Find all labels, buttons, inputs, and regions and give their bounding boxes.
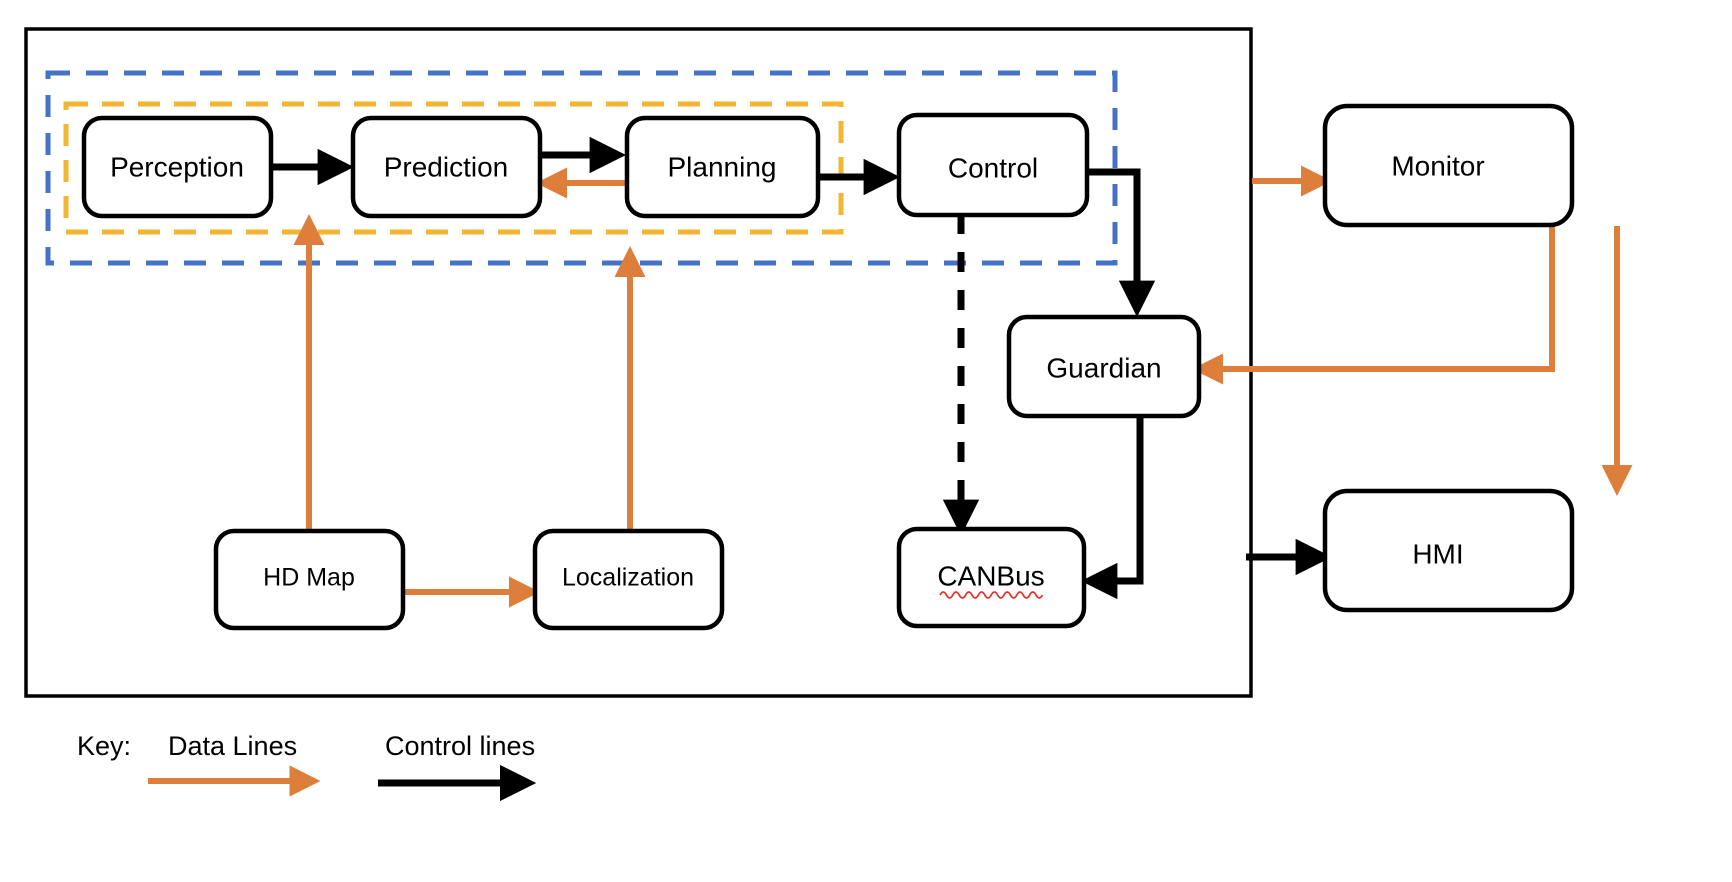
key-title: Key: [77, 731, 131, 761]
key-item-data-lines-label: Data Lines [168, 731, 297, 761]
edge-guardian-to-canbus [1081, 416, 1144, 600]
node-planning-box [624, 115, 821, 219]
vehicle-system-boundary [24, 27, 1253, 698]
node-planning[interactable]: Planning [624, 115, 821, 219]
node-canbus[interactable]: CANBus [896, 526, 1087, 629]
node-prediction-label: Prediction [384, 151, 509, 182]
edge-control-to-guardian [1086, 168, 1156, 317]
node-planning-label: Planning [668, 151, 777, 182]
key-item-control-lines-label: Control lines [385, 731, 535, 761]
node-prediction[interactable]: Prediction [350, 115, 543, 219]
group-boundary-blue [45, 70, 1118, 266]
node-hmi-box [1322, 488, 1575, 613]
node-hd-map[interactable]: HD Map [213, 528, 406, 631]
node-canbus-label: CANBus [937, 560, 1044, 591]
node-localization-box [532, 528, 725, 631]
group-boundary-yellow [63, 101, 844, 235]
spellcheck-underline-icon [939, 591, 1044, 599]
node-prediction-box [350, 115, 543, 219]
node-hmi-label: HMI [1412, 538, 1463, 569]
node-perception-box [81, 115, 274, 219]
node-hd-map-label: HD Map [263, 564, 355, 592]
node-monitor[interactable]: Monitor [1322, 103, 1575, 228]
node-localization[interactable]: Localization [532, 528, 725, 631]
node-control-box [896, 112, 1090, 218]
node-guardian-box [1006, 314, 1202, 419]
node-perception[interactable]: Perception [81, 115, 274, 219]
node-canbus-box [896, 526, 1087, 629]
node-control-label: Control [948, 152, 1038, 183]
key-legend: Key: Data Lines Control lines [77, 731, 537, 802]
node-monitor-box [1322, 103, 1575, 228]
node-localization-label: Localization [562, 564, 694, 592]
node-guardian-label: Guardian [1046, 352, 1161, 383]
edge-monitor-to-guardian [1192, 226, 1555, 385]
node-control[interactable]: Control [896, 112, 1090, 218]
node-hmi[interactable]: HMI [1322, 488, 1575, 613]
node-guardian[interactable]: Guardian [1006, 314, 1202, 419]
node-monitor-label: Monitor [1391, 150, 1484, 181]
node-hd-map-box [213, 528, 406, 631]
node-perception-label: Perception [110, 151, 244, 182]
